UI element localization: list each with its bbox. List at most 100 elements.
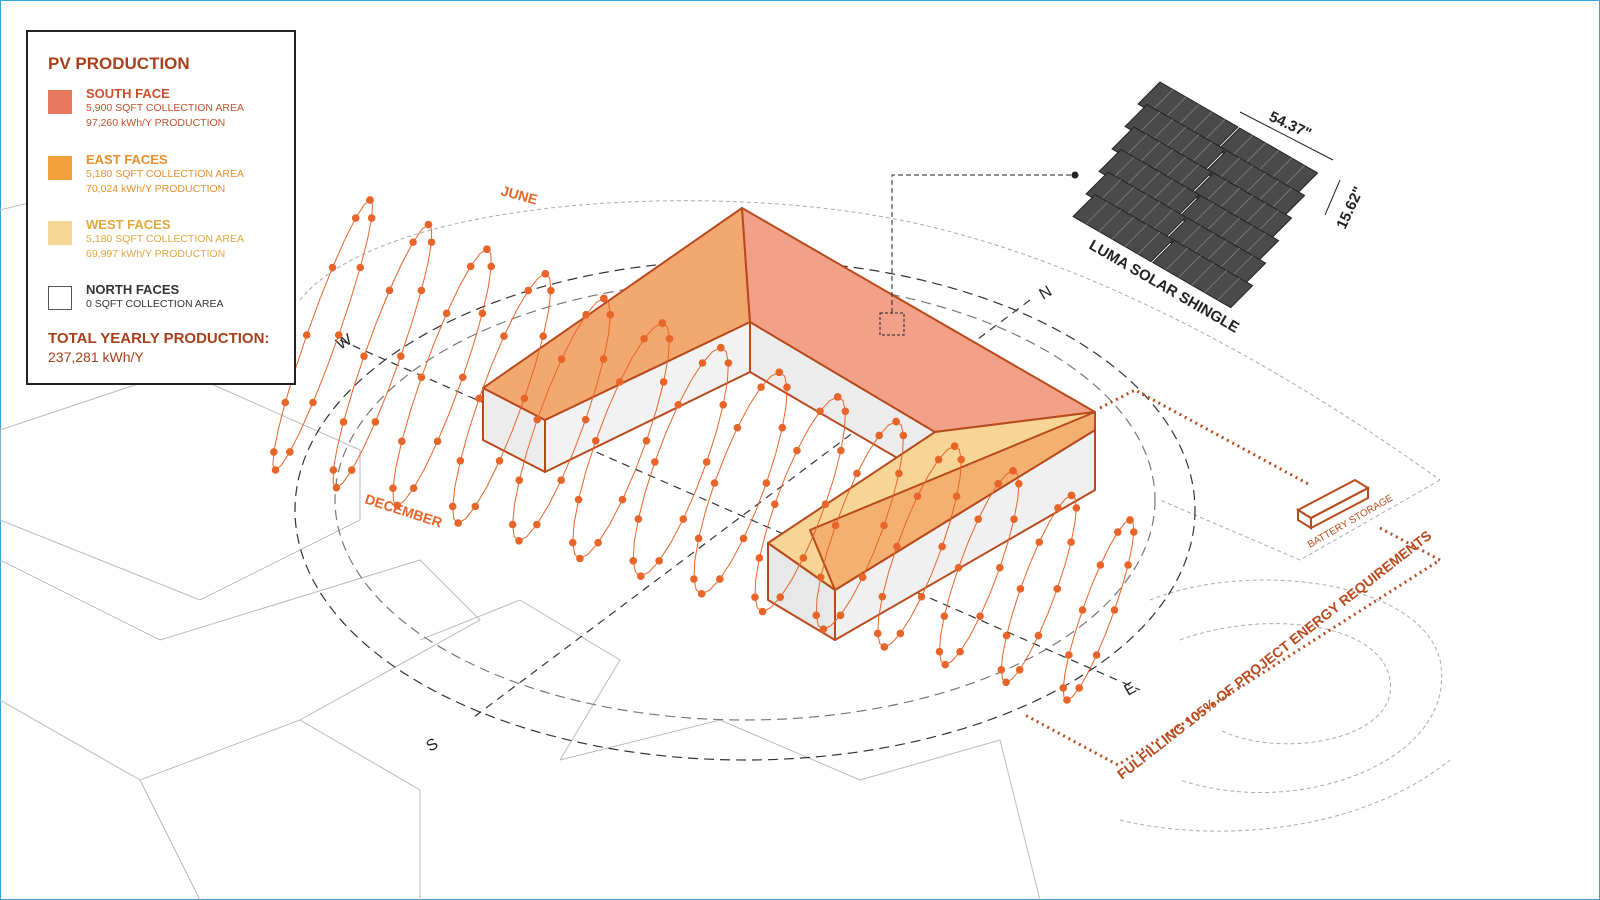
shingle-cell-line: [1269, 157, 1292, 181]
sun-position-dot: [702, 458, 711, 466]
sun-position-dot: [600, 294, 608, 303]
shingle-cell-line: [1111, 156, 1135, 180]
sun-position-dot: [1053, 585, 1062, 593]
dimension-line-width: [1239, 111, 1334, 161]
sun-position-dot: [581, 415, 590, 424]
sun-position-dot: [329, 466, 338, 474]
sun-position-dot: [334, 331, 343, 339]
shingle-cell-line: [1230, 225, 1253, 248]
shingle-cell-line: [1111, 186, 1135, 210]
sun-position-dot: [339, 418, 348, 426]
legend-item-area: 5,180 SQFT COLLECTION AREA: [86, 233, 244, 245]
shingle-cell-line: [1098, 209, 1122, 232]
shingle-cell-line: [1111, 216, 1135, 240]
sun-position-dot: [812, 611, 821, 620]
legend-item-name: NORTH FACES: [86, 282, 180, 297]
shingle-cell-line: [1178, 225, 1202, 248]
sun-position-dot: [271, 466, 280, 474]
sun-position-dot: [679, 515, 688, 523]
shingle-cell-line: [1137, 141, 1161, 165]
sun-position-dot: [302, 331, 311, 339]
roof-east-right: [809, 411, 1096, 591]
shingle-cell-line: [1176, 134, 1200, 157]
sun-position-dot: [454, 519, 462, 527]
sun-position-dot: [957, 455, 966, 464]
sun-position-dot: [557, 355, 566, 363]
compass-n: N: [1037, 283, 1056, 304]
shingle-cell-line: [1191, 202, 1215, 226]
sun-position-dot: [659, 378, 668, 386]
sun-position-dot: [356, 263, 365, 272]
sun-position-dot: [576, 554, 584, 563]
sun-position-dot: [433, 437, 442, 446]
sun-position-dot: [751, 593, 759, 601]
sun-position-dot: [1078, 606, 1087, 614]
sun-position-dot: [1002, 631, 1011, 640]
sun-position-dot: [398, 437, 406, 446]
sun-position-dot: [892, 417, 900, 426]
shingle-cell-line: [1191, 232, 1215, 256]
shingle-cell-line: [1243, 232, 1266, 256]
sun-position-dot: [515, 536, 523, 545]
shingle-cell-line: [1204, 180, 1228, 203]
sun-position-dot: [1075, 684, 1084, 692]
sun-path-loop: [332, 224, 433, 489]
compass-s: S: [424, 735, 442, 755]
energy-flow-arrows: [1024, 388, 1443, 767]
sun-position-dot: [618, 495, 627, 504]
sun-position-dot: [640, 335, 648, 343]
sun-position-dot: [360, 352, 368, 360]
sun-position-dot: [821, 500, 830, 509]
sun-position-dot: [1065, 651, 1073, 659]
sun-position-dot: [385, 286, 394, 295]
shingle-cell-line: [1150, 209, 1174, 232]
shingle-cell-line: [1269, 187, 1292, 211]
sun-position-dot: [475, 394, 483, 403]
shingle-cell-line: [1243, 202, 1266, 226]
sun-position-dot: [1016, 585, 1025, 593]
dimension-line-height: [1324, 179, 1341, 216]
sun-position-dot: [557, 476, 566, 484]
sun-position-dot: [1067, 538, 1075, 546]
sun-position-dot: [366, 196, 374, 204]
shingle-cell-line: [1243, 172, 1266, 196]
sun-position-dot: [1035, 538, 1044, 546]
shingle-height: 15.62": [1333, 184, 1367, 232]
sun-position-dot: [1034, 631, 1043, 640]
shingle-cell-line: [1165, 247, 1189, 271]
legend-item-name: EAST FACES: [86, 152, 168, 167]
sun-position-dot: [309, 398, 317, 407]
shingle-cell-line: [1137, 231, 1161, 255]
sun-position-dot: [409, 484, 418, 493]
sun-position-dot: [719, 401, 728, 409]
shingle-cell-line: [1282, 165, 1305, 188]
sun-position-dot: [733, 423, 742, 432]
sun-position-dot: [665, 335, 674, 343]
shingle-cell-line: [1176, 104, 1200, 127]
legend-item-area: 5,900 SQFT COLLECTION AREA: [86, 102, 244, 114]
sun-position-dot: [880, 643, 889, 651]
sun-position-dot: [716, 575, 724, 583]
sun-position-dot: [448, 502, 457, 511]
shingle-cell-line: [1150, 89, 1174, 112]
sun-position-dot: [934, 455, 943, 464]
sun-position-dot: [533, 415, 542, 424]
sun-position-dot: [1092, 651, 1101, 659]
south-swatch: [48, 90, 72, 114]
detail-leader-line: [891, 174, 1075, 313]
sun-position-dot: [716, 343, 725, 352]
sun-position-dot: [606, 310, 615, 319]
sun-position-dot: [952, 492, 961, 501]
sun-position-dot: [389, 484, 397, 493]
shingle-cell-line: [1163, 156, 1187, 180]
sun-position-dot: [783, 383, 791, 391]
shingle-cell-line: [1178, 255, 1202, 278]
sun-position-dot: [270, 448, 278, 456]
sun-position-dot: [655, 557, 663, 565]
shingle-cell-line: [1150, 179, 1174, 202]
shingle-cell-line: [1217, 187, 1241, 211]
shingle-cell-line: [1204, 210, 1228, 233]
sun-position-dot: [637, 572, 645, 580]
december-label: DECEMBER: [363, 491, 444, 531]
